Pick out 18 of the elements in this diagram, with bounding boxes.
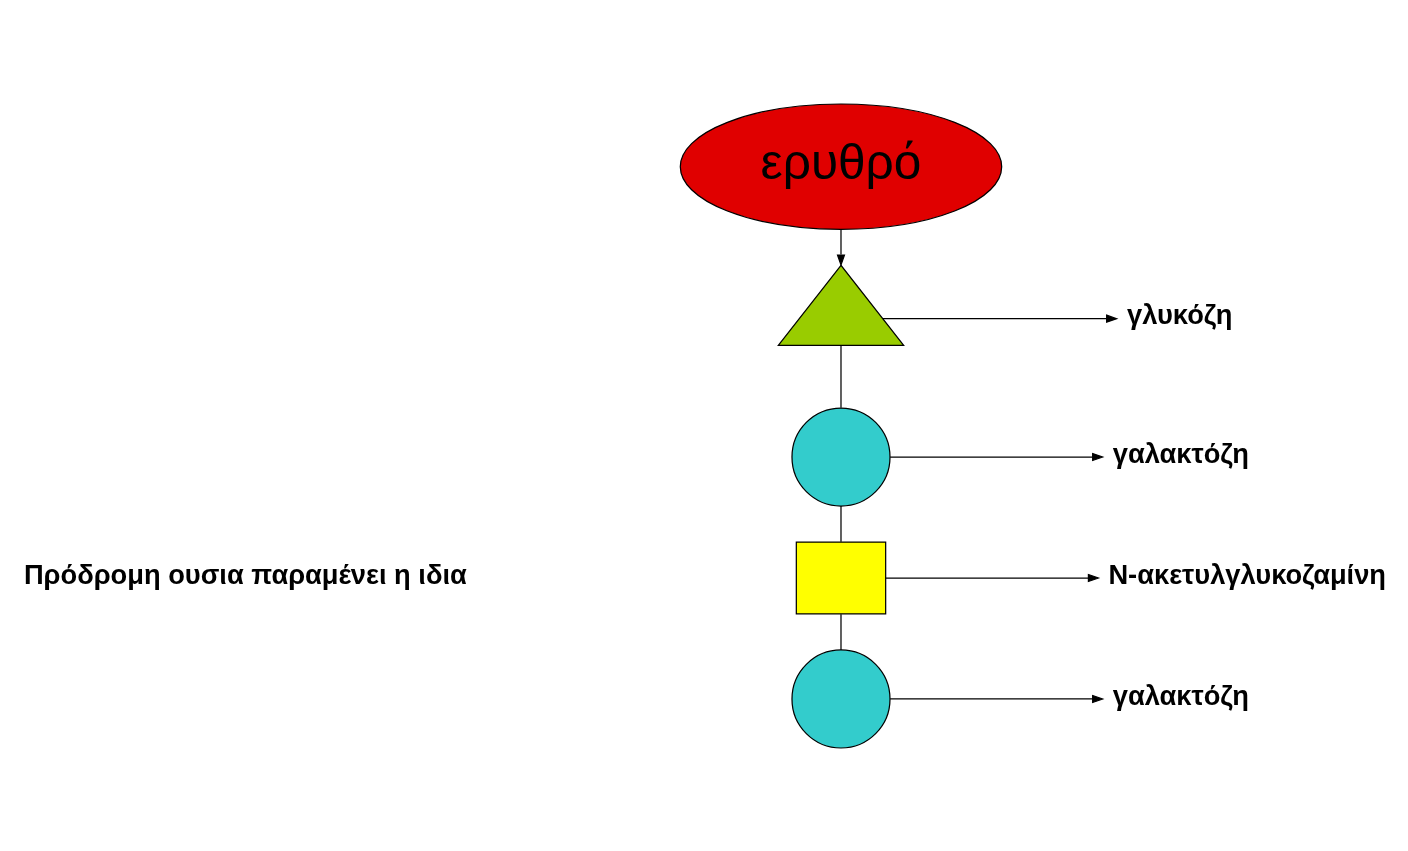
node-text: N-ακετυλγλυκοζαμίνη xyxy=(1107,558,1386,590)
connector xyxy=(839,344,842,408)
connector xyxy=(839,505,842,542)
arrow xyxy=(884,573,1100,582)
node-text: γαλακτόζη xyxy=(1112,679,1249,711)
arrow xyxy=(836,228,845,267)
node-ellipse: ερυθρό xyxy=(679,102,1002,230)
arrow xyxy=(881,313,1118,323)
node-text: γλυκόζη xyxy=(1126,298,1232,330)
node-circle xyxy=(790,406,891,507)
node-triangle xyxy=(776,263,905,346)
connector xyxy=(839,613,842,651)
arrow xyxy=(889,694,1104,703)
label: Πρόδρομη ουσια παραμένει η ιδια xyxy=(23,558,467,590)
node-text: γαλακτόζη xyxy=(1112,437,1249,469)
node-box xyxy=(795,540,886,615)
node-circle xyxy=(790,648,891,749)
arrow xyxy=(889,452,1104,461)
